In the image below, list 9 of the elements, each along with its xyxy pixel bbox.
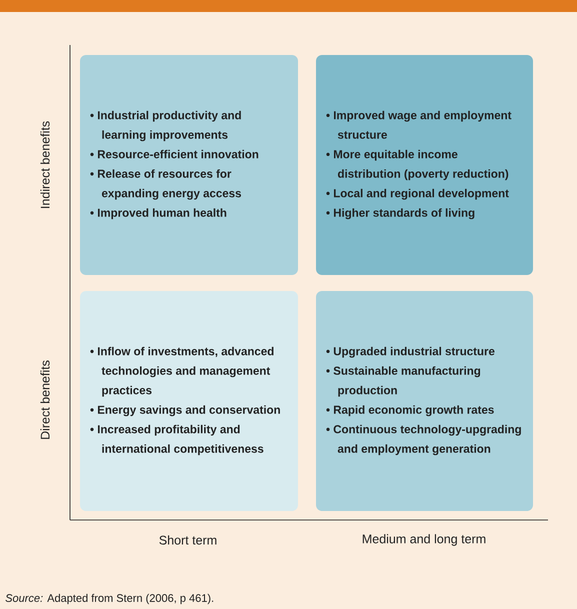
quadrant-box: • Inflow of investments, advanced technologies and management practices • Energy savings and conservation • Increased profitability and international competitiveness	[80, 291, 298, 511]
source-note: Source: Adapted from Stern (2006, p 461).	[6, 594, 214, 604]
quadrant-box: • Upgraded industrial structure • Sustainable manufacturing production • Rapid economic growth rates • Continuous technology-upgrading and employment generation	[316, 291, 533, 511]
axis-label: Medium and long term	[362, 534, 486, 546]
axis-label: Direct benefits	[40, 360, 50, 439]
quadrant-box: • Industrial productivity and learning improvements • Resource-efficient innovation • Release of resources for expanding energy access • Improved human health	[80, 54, 298, 275]
axis-label: Short term	[159, 535, 216, 545]
quadrant-box: • Improved wage and employment structure • More equitable income distribution (poverty reduction) • Local and regional development • Higher standards of living	[316, 54, 533, 275]
axis-label: Indirect benefits	[40, 121, 50, 208]
